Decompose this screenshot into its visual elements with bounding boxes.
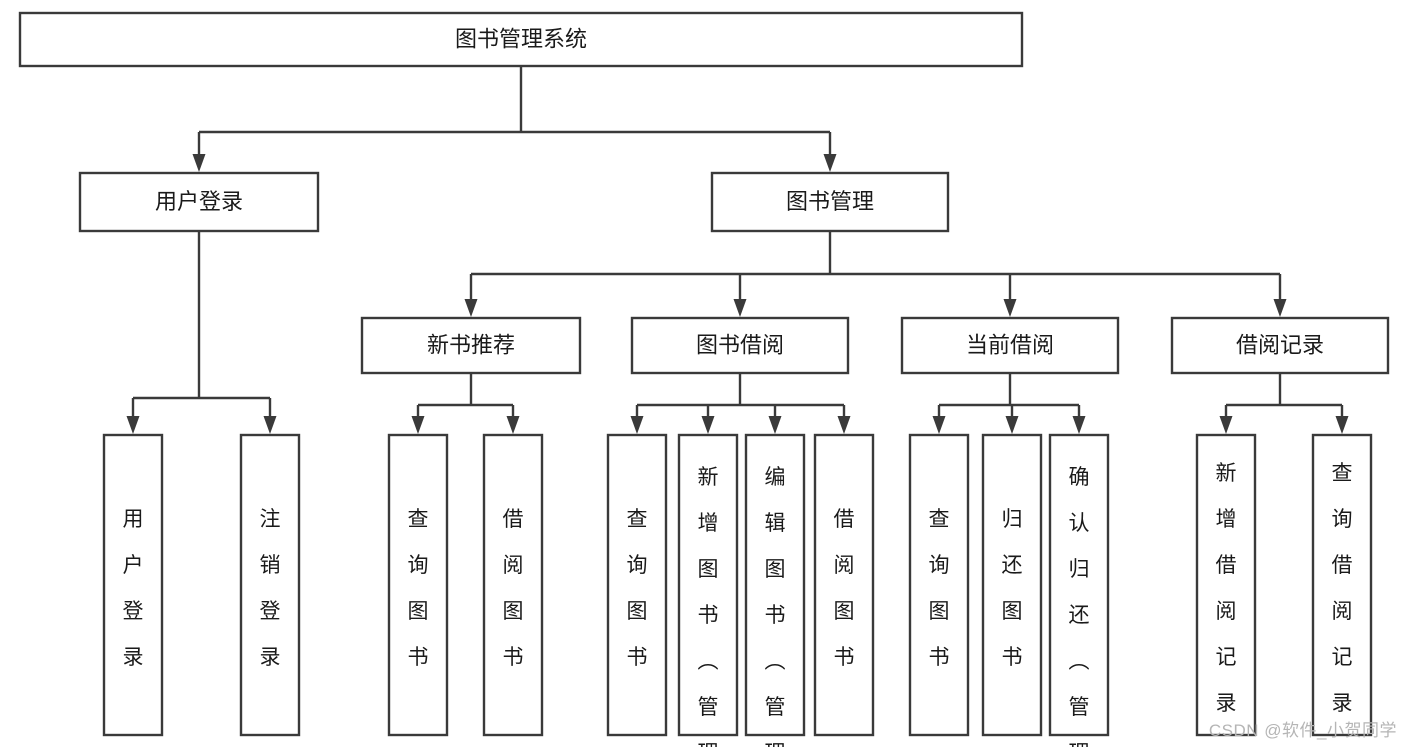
node-leaf-edit-book[interactable]: 编辑图书︵管理员︶ [744, 433, 806, 747]
node-box-leaf-borrow-book-rec[interactable] [482, 433, 544, 737]
node-box-leaf-edit-book[interactable] [744, 433, 806, 737]
connector-book-manage [464, 231, 1287, 317]
node-label-root: 图书管理系统 [455, 26, 587, 51]
node-leaf-borrow-book-rec[interactable]: 借阅图书 [482, 433, 544, 737]
node-box-new-book-rec[interactable] [360, 316, 582, 375]
node-box-user-login[interactable] [78, 171, 320, 233]
node-label-leaf-user-login: 用户登录 [123, 508, 144, 669]
connector-borrow-record [1219, 373, 1349, 434]
node-label-leaf-query-book-b: 查询图书 [627, 508, 648, 669]
connector-user-login [126, 231, 277, 434]
node-leaf-query-book-c[interactable]: 查询图书 [908, 433, 970, 737]
connector-current-borrow [932, 373, 1086, 434]
node-leaf-query-book-b[interactable]: 查询图书 [606, 433, 668, 737]
connector-root [192, 66, 837, 172]
node-box-leaf-query-book-b[interactable] [606, 433, 668, 737]
connector-layer [126, 66, 1349, 434]
node-label-user-login: 用户登录 [155, 189, 243, 214]
node-layer: 图书管理系统用户登录图书管理新书推荐图书借阅当前借阅借阅记录用户登录注销登录查询… [18, 11, 1390, 747]
node-box-leaf-confirm-return[interactable] [1048, 433, 1110, 737]
node-box-leaf-return-book[interactable] [981, 433, 1043, 737]
node-root[interactable]: 图书管理系统 [18, 11, 1024, 68]
node-label-leaf-query-book-c: 查询图书 [929, 508, 950, 669]
node-label-leaf-query-book-rec: 查询图书 [408, 508, 429, 669]
node-leaf-query-record[interactable]: 查询借阅记录 [1311, 433, 1373, 737]
connector-book-borrow [630, 373, 851, 434]
node-box-book-manage[interactable] [710, 171, 950, 233]
node-leaf-add-record[interactable]: 新增借阅记录 [1195, 433, 1257, 737]
node-box-leaf-query-record[interactable] [1311, 433, 1373, 737]
node-box-current-borrow[interactable] [900, 316, 1120, 375]
node-leaf-query-book-rec[interactable]: 查询图书 [387, 433, 449, 737]
node-box-borrow-record[interactable] [1170, 316, 1390, 375]
node-box-leaf-query-book-c[interactable] [908, 433, 970, 737]
node-label-leaf-add-book: 新增图书︵管理员︶ [698, 466, 719, 747]
node-label-book-manage: 图书管理 [786, 189, 874, 214]
node-leaf-confirm-return[interactable]: 确认归还︵管理员︶ [1048, 433, 1110, 747]
node-label-new-book-rec: 新书推荐 [427, 332, 515, 357]
node-book-manage[interactable]: 图书管理 [710, 171, 950, 233]
node-box-book-borrow[interactable] [630, 316, 850, 375]
node-new-book-rec[interactable]: 新书推荐 [360, 316, 582, 375]
node-user-login[interactable]: 用户登录 [78, 171, 320, 233]
node-label-leaf-user-logout: 注销登录 [260, 508, 281, 669]
node-leaf-add-book[interactable]: 新增图书︵管理员︶ [677, 433, 739, 747]
node-current-borrow[interactable]: 当前借阅 [900, 316, 1120, 375]
node-leaf-user-logout[interactable]: 注销登录 [239, 433, 301, 737]
node-book-borrow[interactable]: 图书借阅 [630, 316, 850, 375]
node-label-leaf-return-book: 归还图书 [1002, 508, 1023, 669]
node-leaf-return-book[interactable]: 归还图书 [981, 433, 1043, 737]
connector-new-book-rec [411, 373, 520, 434]
node-box-leaf-query-book-rec[interactable] [387, 433, 449, 737]
node-label-leaf-borrow-book-b: 借阅图书 [834, 508, 855, 669]
node-borrow-record[interactable]: 借阅记录 [1170, 316, 1390, 375]
node-label-current-borrow: 当前借阅 [966, 332, 1054, 357]
node-leaf-user-login[interactable]: 用户登录 [102, 433, 164, 737]
node-box-leaf-add-book[interactable] [677, 433, 739, 737]
node-box-root[interactable] [18, 11, 1024, 68]
node-label-leaf-edit-book: 编辑图书︵管理员︶ [765, 466, 786, 747]
node-box-leaf-user-login[interactable] [102, 433, 164, 737]
node-label-book-borrow: 图书借阅 [696, 332, 784, 357]
node-box-leaf-borrow-book-b[interactable] [813, 433, 875, 737]
node-label-leaf-confirm-return: 确认归还︵管理员︶ [1069, 466, 1090, 747]
node-label-leaf-borrow-book-rec: 借阅图书 [503, 508, 524, 669]
node-leaf-borrow-book-b[interactable]: 借阅图书 [813, 433, 875, 737]
node-label-leaf-add-record: 新增借阅记录 [1216, 462, 1237, 715]
node-box-leaf-user-logout[interactable] [239, 433, 301, 737]
node-label-leaf-query-record: 查询借阅记录 [1332, 462, 1353, 715]
node-label-borrow-record: 借阅记录 [1236, 332, 1324, 357]
node-box-leaf-add-record[interactable] [1195, 433, 1257, 737]
